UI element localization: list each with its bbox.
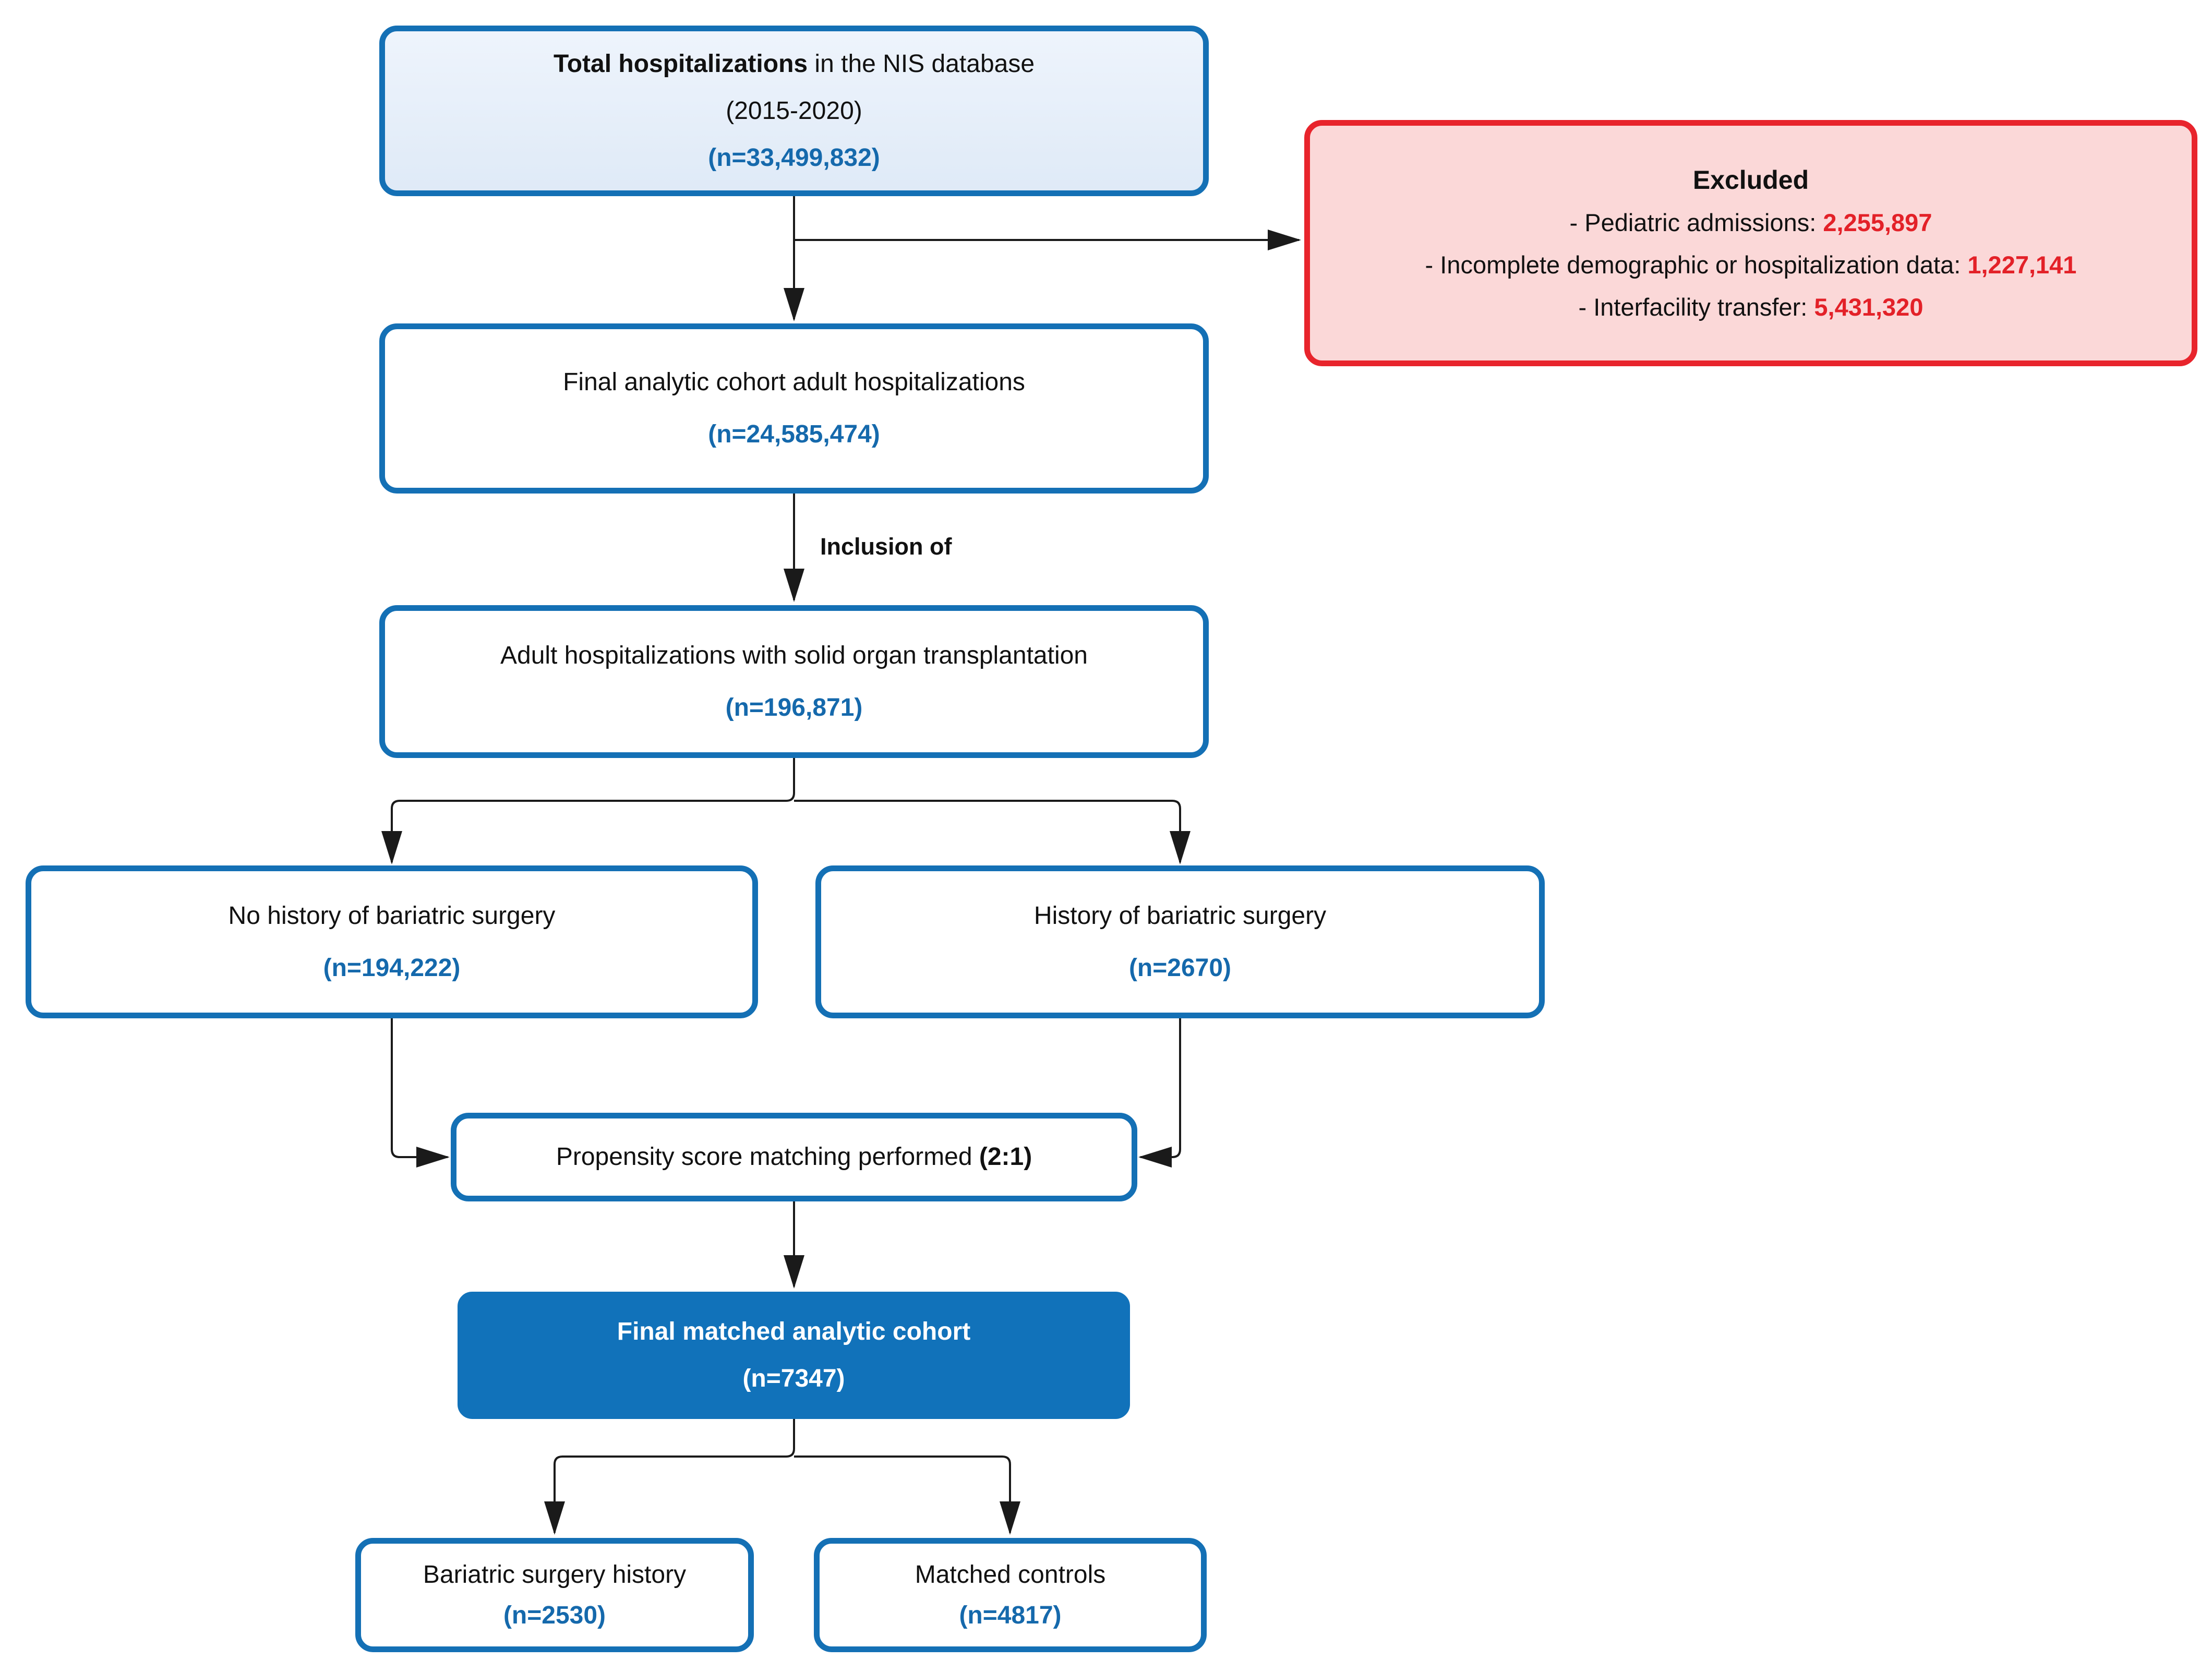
excluded-title: Excluded — [1692, 165, 1809, 195]
box-title: History of bariatric surgery — [1033, 901, 1327, 930]
n-value: (n=7347) — [742, 1365, 845, 1392]
box-title: Final matched analytic cohort — [617, 1318, 971, 1345]
box-matched-controls: Matched controls (n=4817) — [814, 1538, 1207, 1652]
box-propensity-matching: Propensity score matching performed (2:1… — [451, 1113, 1137, 1201]
box-title: Total hospitalizations in the NIS databa… — [554, 49, 1035, 80]
excluded-item-label: - Incomplete demographic or hospitalizat… — [1425, 250, 1968, 279]
box-subtitle: (2015-2020) — [726, 97, 862, 125]
box-no-history-bariatric: No history of bariatric surgery (n=194,2… — [26, 865, 758, 1018]
box-excluded: Excluded - Pediatric admissions: 2,255,8… — [1304, 120, 2197, 366]
box-title: Final analytic cohort adult hospitalizat… — [563, 368, 1025, 396]
box-title: Propensity score matching performed (2:1… — [556, 1141, 1032, 1173]
box-transplant-hospitalizations: Adult hospitalizations with solid organ … — [379, 605, 1209, 758]
excluded-item-label: - Pediatric admissions: — [1569, 209, 1823, 237]
n-value: (n=196,871) — [725, 693, 863, 721]
n-value: (n=24,585,474) — [708, 420, 880, 448]
arrow-split-right — [794, 800, 1191, 864]
box-title: Adult hospitalizations with solid organ … — [500, 641, 1088, 669]
propensity-text: Propensity score matching performed — [556, 1143, 979, 1171]
excluded-item: - Interfacility transfer: 5,431,320 — [1579, 292, 1924, 323]
title-bold: Total hospitalizations — [553, 50, 808, 78]
box-title: No history of bariatric surgery — [228, 901, 556, 930]
n-value: (n=4817) — [959, 1601, 1062, 1629]
excluded-item-value: 2,255,897 — [1823, 209, 1932, 237]
excluded-item-value: 1,227,141 — [1967, 250, 2077, 279]
arrow-merge-left — [391, 1018, 450, 1168]
box-final-matched-cohort: Final matched analytic cohort (n=7347) — [458, 1292, 1130, 1419]
box-history-bariatric: History of bariatric surgery (n=2670) — [815, 865, 1545, 1018]
propensity-ratio: (2:1) — [979, 1143, 1032, 1171]
excluded-item-label: - Interfacility transfer: — [1578, 293, 1814, 321]
title-rest: in the NIS database — [808, 50, 1035, 78]
n-value: (n=33,499,832) — [708, 143, 880, 172]
box-title: Bariatric surgery history — [423, 1560, 687, 1589]
inclusion-of-label: Inclusion of — [820, 533, 952, 560]
excluded-item-value: 5,431,320 — [1814, 293, 1924, 321]
box-title: Matched controls — [915, 1560, 1106, 1589]
arrow-split2-left — [544, 1419, 795, 1535]
box-final-analytic-cohort: Final analytic cohort adult hospitalizat… — [379, 323, 1209, 494]
excluded-item: - Incomplete demographic or hospitalizat… — [1425, 250, 2077, 281]
arrow-merge-right — [1138, 1018, 1181, 1168]
excluded-item: - Pediatric admissions: 2,255,897 — [1570, 208, 1932, 238]
n-value: (n=2530) — [503, 1601, 606, 1629]
arrow-split2-right — [794, 1455, 1020, 1535]
arrow-split-left — [381, 758, 795, 864]
box-bariatric-surgery-history: Bariatric surgery history (n=2530) — [355, 1538, 754, 1652]
n-value: (n=194,222) — [323, 954, 461, 982]
box-total-hospitalizations: Total hospitalizations in the NIS databa… — [379, 26, 1209, 196]
n-value: (n=2670) — [1128, 954, 1232, 982]
